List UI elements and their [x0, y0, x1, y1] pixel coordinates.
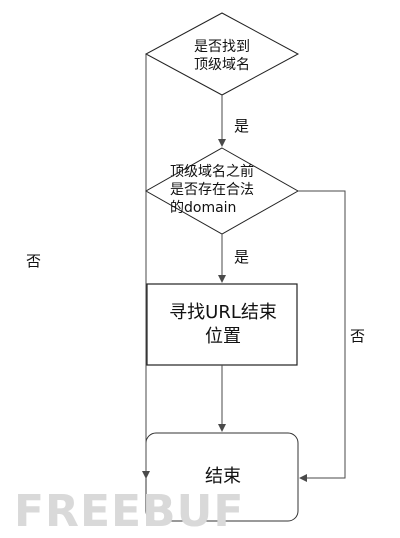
decision-1-label: 是否找到 顶级域名 — [182, 38, 262, 74]
arrow-d2-no-to-end — [298, 190, 346, 482]
end-label: 结束 — [205, 466, 241, 487]
process-box — [146, 283, 298, 366]
process-line2: 位置 — [205, 326, 241, 347]
process-label: 寻找URL结束 位置 — [150, 301, 296, 349]
decision-1-line1: 是否找到 — [194, 39, 250, 55]
decision-2-line3: 的domain — [170, 200, 237, 216]
freebuf-watermark: FREEBUF — [14, 486, 245, 537]
decision-2-line1: 顶级域名之前 — [170, 164, 254, 180]
edge-label-yes-1: 是 — [234, 117, 250, 135]
decision-2-line2: 是否存在合法 — [170, 182, 254, 198]
process-line1: 寻找URL结束 — [169, 302, 277, 323]
edge-label-yes-2: 是 — [234, 248, 250, 266]
edge-label-no-right: 否 — [350, 327, 366, 345]
edge-label-no-left: 否 — [26, 252, 42, 270]
decision-2-label: 顶级域名之前 是否存在合法 的domain — [170, 163, 270, 217]
decision-1-line2: 顶级域名 — [194, 57, 250, 73]
